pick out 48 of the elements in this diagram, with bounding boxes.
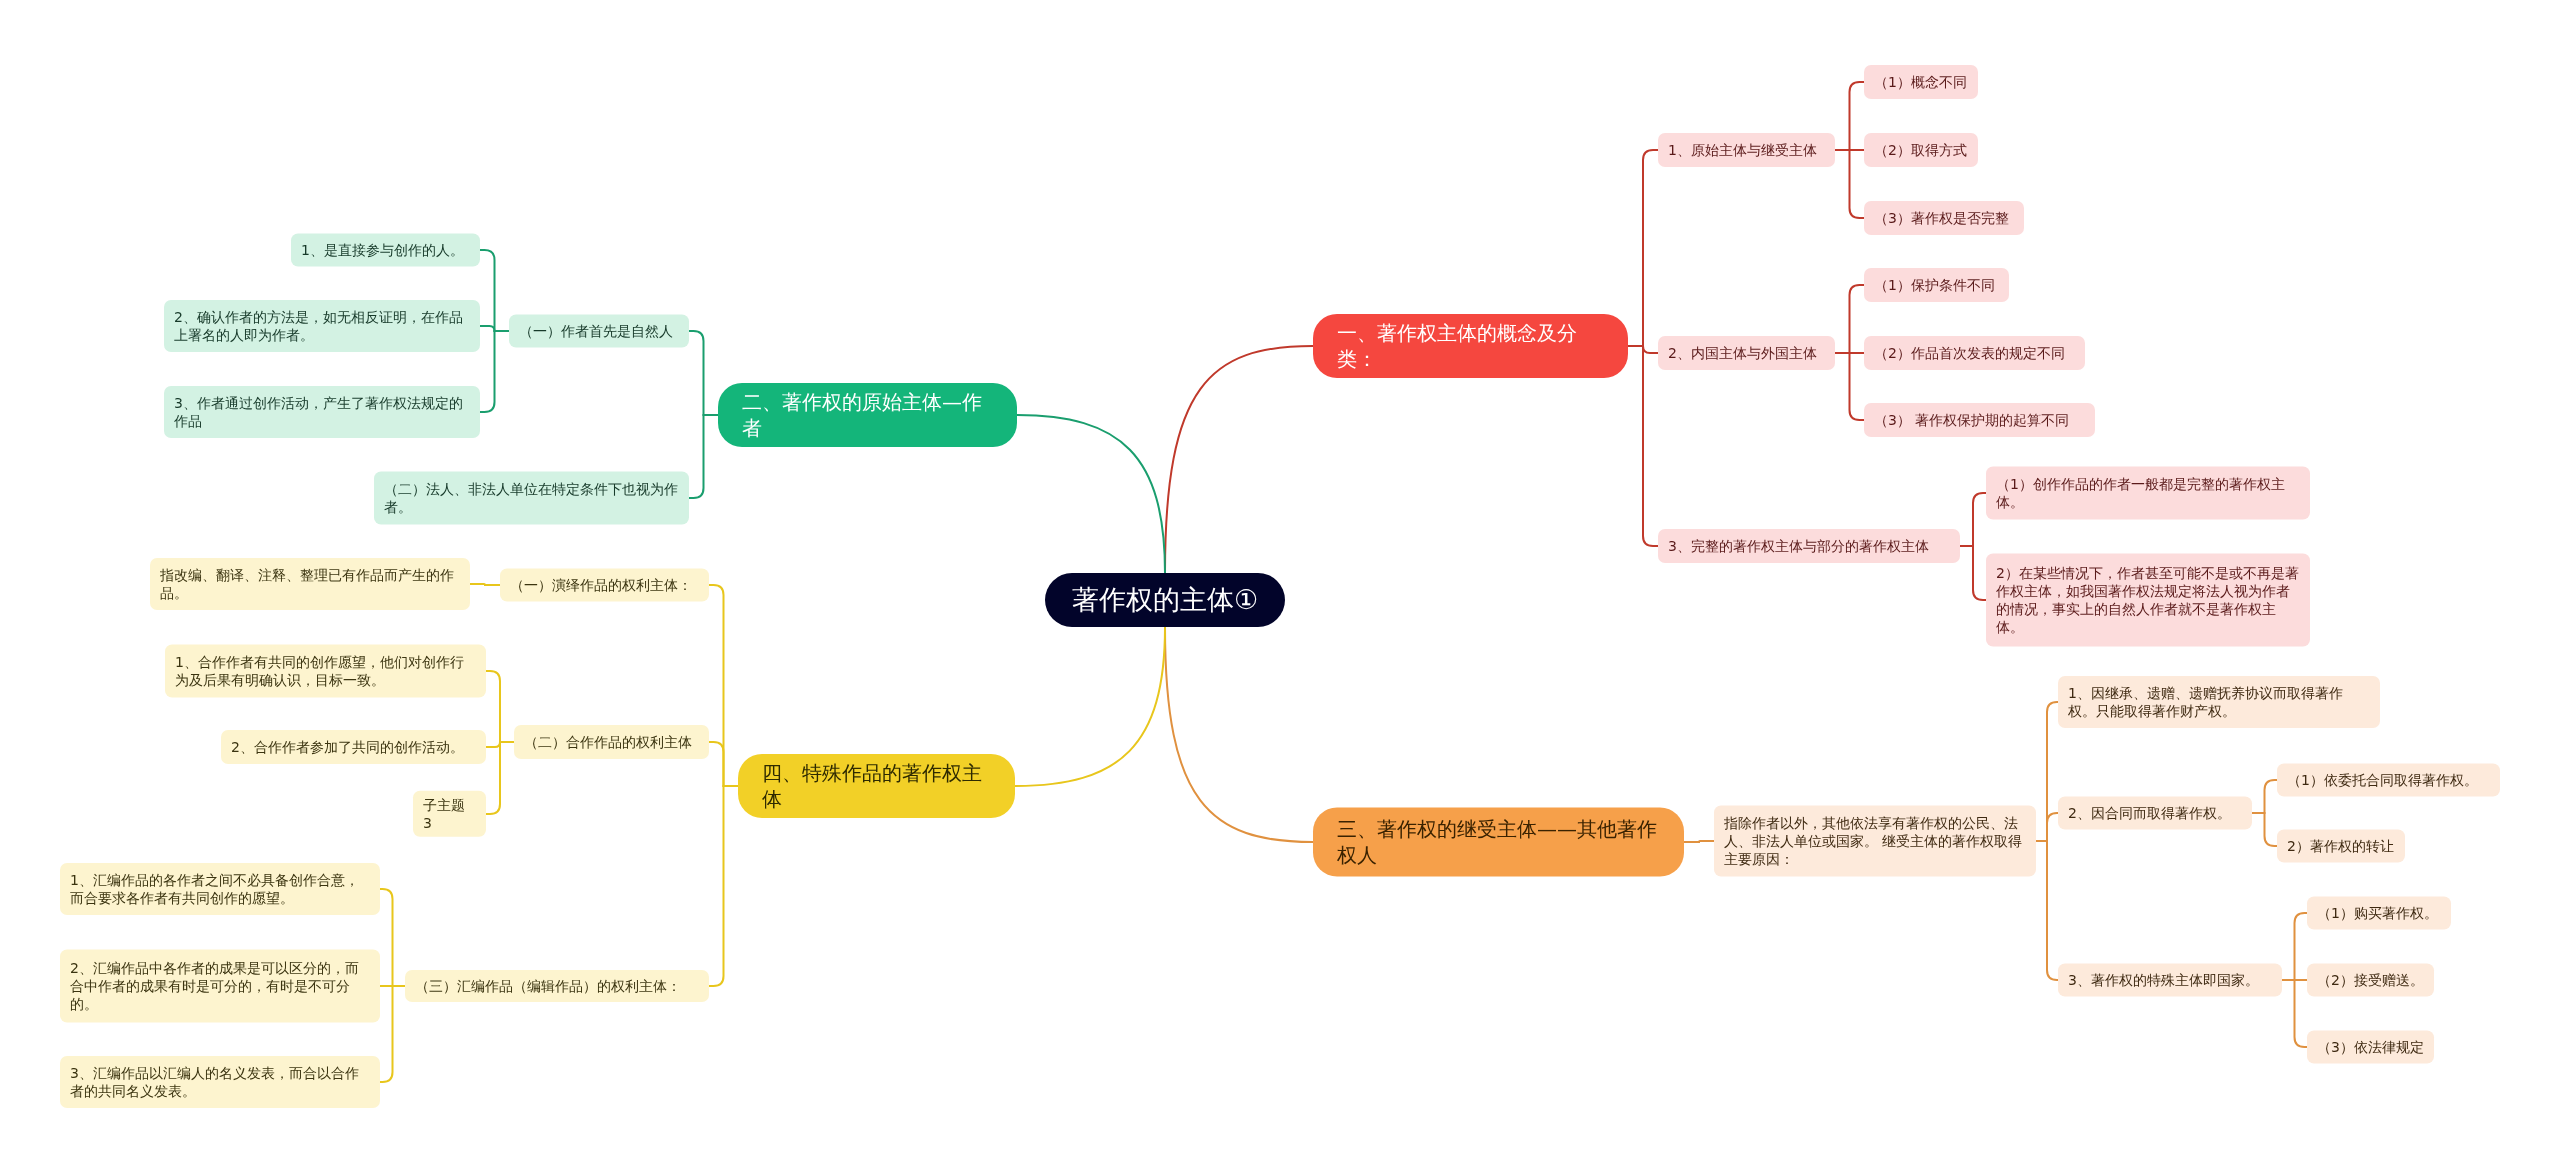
connector-line [1959, 545, 1987, 601]
subtopic-box: 1、汇编作品的各作者之间不必具备创作合意，而合要求各作者有共同创作的愿望。 [60, 863, 380, 915]
subtopic-box: （3） 著作权保护期的起算不同 [1864, 403, 2095, 437]
connector-line [2251, 812, 2278, 847]
branch-topic: 二、著作权的原始主体—作者 [718, 382, 1017, 447]
connector-line [469, 583, 501, 586]
subtopic-box: 指改编、翻译、注释、整理已有作品而产生的作品。 [150, 558, 470, 610]
subtopic-box: 2、合作作者参加了共同的创作活动。 [221, 730, 486, 764]
subtopic-box: （3）著作权是否完整 [1864, 201, 2024, 235]
subtopic-box: （2）取得方式 [1864, 133, 1978, 167]
subtopic-box: （1）购买著作权。 [2307, 896, 2451, 929]
connector-line [1016, 414, 1166, 574]
subtopic-box: （1）创作作品的作者一般都是完整的著作权主体。 [1986, 466, 2310, 519]
subtopic-box: 1、合作作者有共同的创作愿望，他们对创作行为及后果有明确认识，目标一致。 [165, 644, 486, 697]
subtopic-box: （一）作者首先是自然人 [509, 314, 689, 347]
subtopic-box: （二）法人、非法人单位在特定条件下也视为作者。 [374, 471, 689, 524]
central-topic: 著作权的主体① [1045, 573, 1285, 627]
connector-line [1014, 626, 1166, 787]
subtopic-box: 2、因合同而取得著作权。 [2058, 796, 2252, 829]
subtopic-box: （3）依法律规定 [2307, 1030, 2434, 1063]
subtopic-box: 3、汇编作品以汇编人的名义发表，而合以合作者的共同名义发表。 [60, 1056, 380, 1108]
subtopic-box: 3、完整的著作权主体与部分的著作权主体 [1658, 529, 1960, 563]
branch-topic: 一、著作权主体的概念及分类： [1313, 314, 1628, 378]
subtopic-box: 1、因继承、遗赠、遗赠抚养协议而取得著作权。只能取得著作财产权。 [2058, 676, 2380, 728]
connector-line [2281, 979, 2308, 1048]
subtopic-box: （1）依委托合同取得著作权。 [2277, 763, 2500, 796]
subtopic-box: 1、是直接参与创作的人。 [291, 233, 480, 266]
subtopic-box: 3、作者通过创作活动，产生了著作权法规定的作品 [164, 386, 480, 438]
subtopic-box: （一）演绎作品的权利主体： [500, 568, 709, 601]
subtopic-box: （1）概念不同 [1864, 65, 1978, 99]
subtopic-box: 2、确认作者的方法是，如无相反证明，在作品上署名的人即为作者。 [164, 300, 480, 352]
subtopic-box: 3、著作权的特殊主体即国家。 [2058, 963, 2282, 996]
subtopic-box: 2）著作权的转让 [2277, 829, 2405, 862]
subtopic-box: 2、内国主体与外国主体 [1658, 336, 1835, 370]
subtopic-box: （二）合作作品的权利主体 [514, 725, 709, 759]
subtopic-box: 1、原始主体与继受主体 [1658, 133, 1835, 167]
connector-line [485, 741, 515, 815]
subtopic-box: （三）汇编作品（编辑作品）的权利主体： [405, 970, 709, 1002]
subtopic-box: 子主题 3 [413, 790, 486, 838]
branch-topic: 四、特殊作品的著作权主体 [738, 754, 1015, 818]
subtopic-box: （1）保护条件不同 [1864, 268, 2009, 302]
branch-topic: 三、著作权的继受主体——其他著作权人 [1313, 807, 1684, 876]
subtopic-box: 2、汇编作品中各作者的成果是可以区分的，而合中作者的成果有时是可分的，有时是不可分的。 [60, 949, 380, 1022]
subtopic-box: 2）在某些情况下，作者甚至可能不是或不再是著作权主体，如我国著作权法规定将法人视为作者的情况，事实上的自然人作者就不是著作权主体。 [1986, 553, 2310, 646]
connector-line [1683, 840, 1715, 843]
subtopic-box: （2）作品首次发表的规定不同 [1864, 336, 2085, 370]
subtopic-box: 指除作者以外，其他依法享有著作权的公民、法人、非法人单位或国家。 继受主体的著作权取得主要原因： [1714, 805, 2036, 876]
subtopic-box: （2）接受赠送。 [2307, 963, 2434, 996]
